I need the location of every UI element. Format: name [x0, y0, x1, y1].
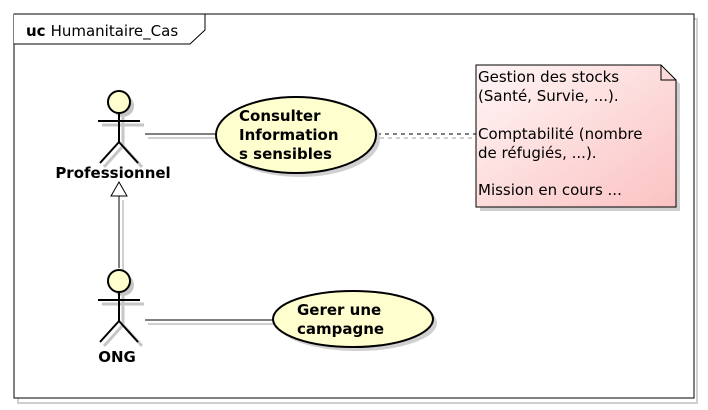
use-case-line: Consulter — [239, 107, 321, 125]
note-line: Comptabilité (nombre — [478, 125, 643, 143]
use-case-line: Gerer une — [297, 301, 381, 319]
actor-professionnel[interactable]: Professionnel — [55, 90, 171, 182]
note[interactable]: Gestion des stocks (Santé, Survie, ...).… — [475, 64, 680, 211]
use-case-line: campagne — [297, 320, 384, 338]
note-line: Gestion des stocks — [478, 68, 619, 86]
frame-title: uc Humanitaire_Cas — [26, 22, 178, 41]
use-case-ellipse — [272, 290, 434, 348]
use-case-consulter-text: Consulter Information s sensibles — [239, 107, 344, 163]
note-body — [475, 64, 677, 208]
note-fold-corner — [660, 65, 676, 81]
use-case-line: s sensibles — [239, 145, 332, 163]
actor-ong[interactable]: ONG — [98, 269, 144, 366]
use-case-line: Information — [239, 126, 339, 144]
frame-keyword: uc — [26, 22, 46, 40]
note-line: de réfugiés, ...). — [478, 144, 597, 162]
use-case-gerer[interactable]: Gerer une campagne — [272, 290, 437, 351]
use-case-consulter[interactable]: Consulter Information s sensibles — [215, 96, 380, 177]
note-text: Gestion des stocks (Santé, Survie, ...).… — [478, 68, 647, 199]
actor-professionnel-label: Professionnel — [55, 164, 170, 182]
actor-icon — [98, 90, 140, 164]
generalization-arrowhead — [110, 180, 128, 197]
use-case-gerer-text: Gerer une campagne — [297, 301, 386, 338]
actor-icon — [98, 269, 140, 343]
actor-ong-label: ONG — [98, 348, 136, 366]
use-case-ellipse — [215, 96, 377, 174]
frame-name: Humanitaire_Cas — [51, 22, 179, 41]
note-line: Mission en cours ... — [478, 181, 622, 199]
note-line: (Santé, Survie, ...). — [478, 87, 619, 105]
connectors — [110, 133, 478, 325]
